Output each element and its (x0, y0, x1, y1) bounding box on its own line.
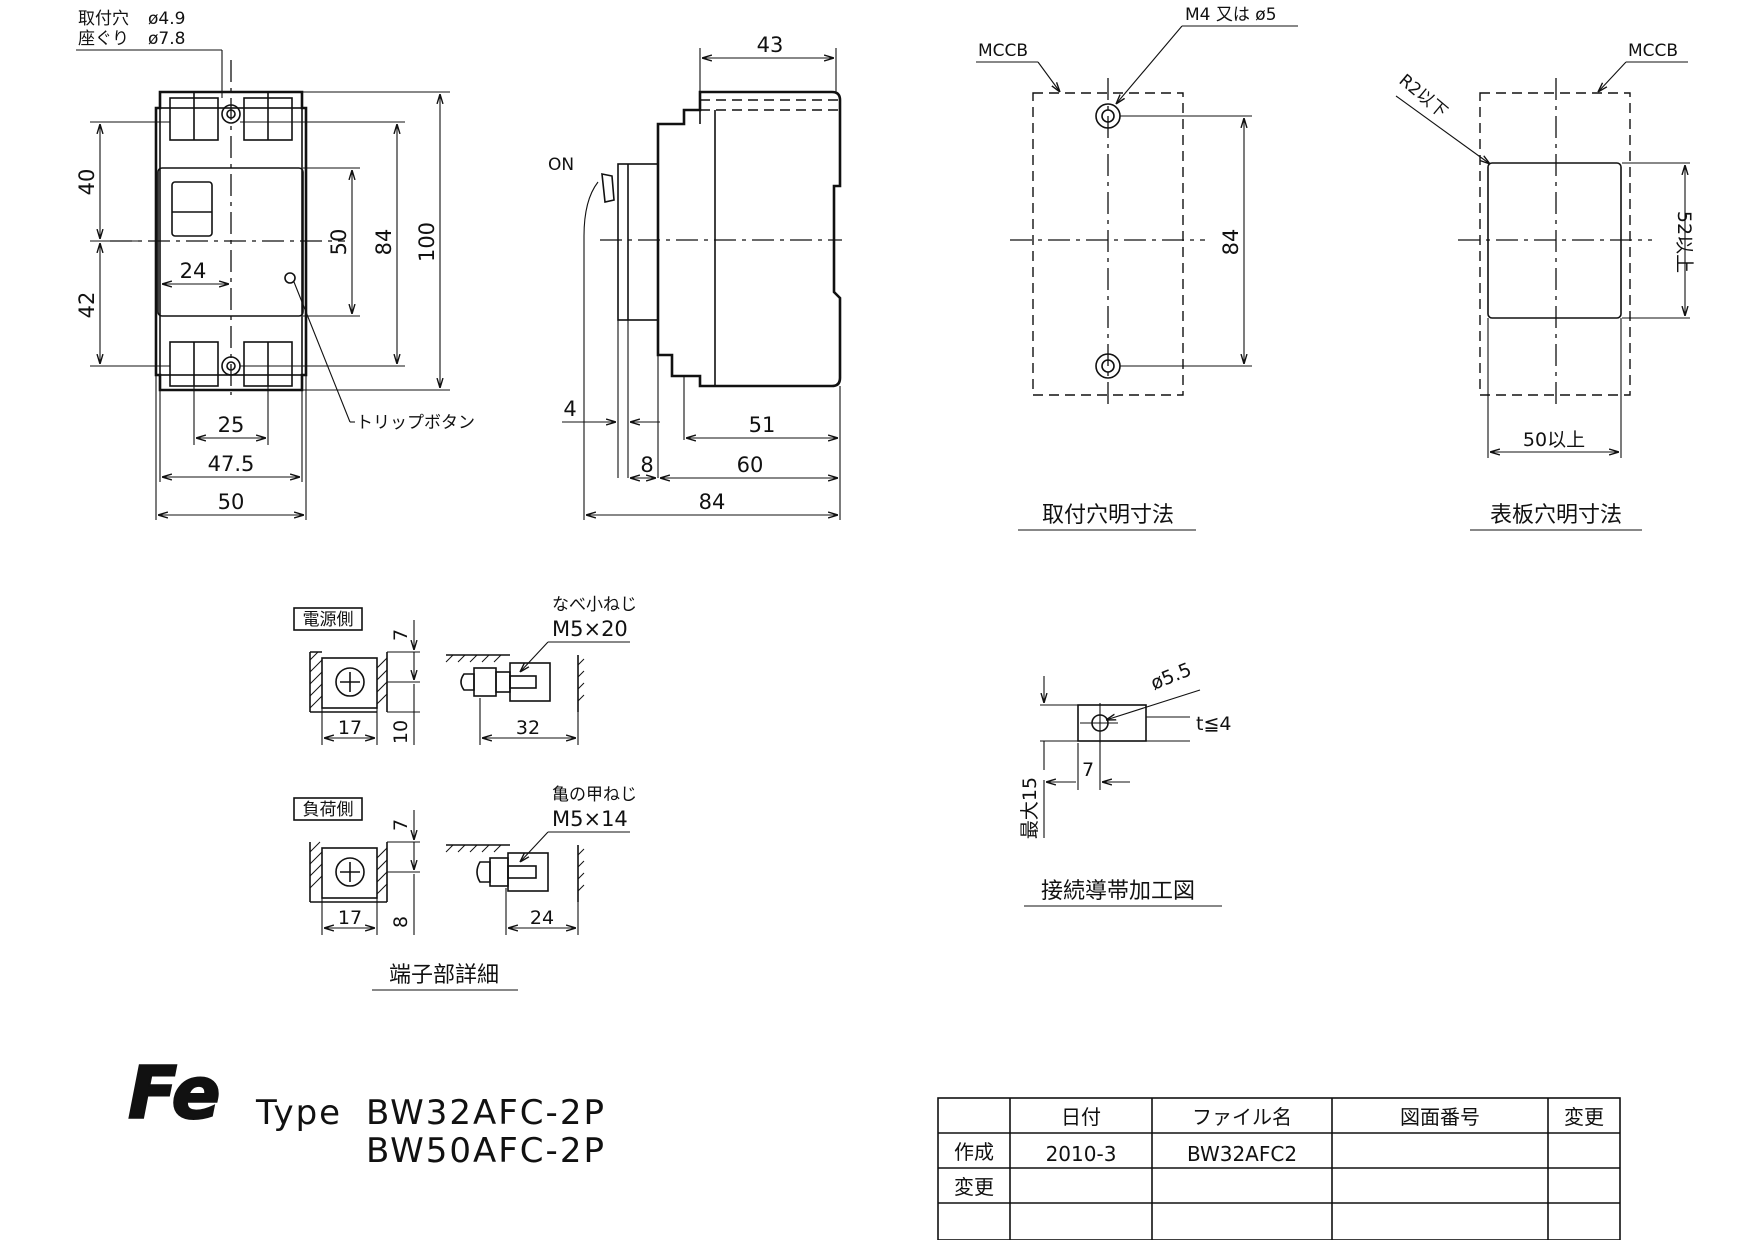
mount-hole-note: 取付穴 ø4.9 座ぐり ø7.8 (76, 9, 223, 98)
trip-button (284, 272, 296, 284)
counterbore-diameter: ø7.8 (148, 29, 185, 49)
mccb-label-left: MCCB (978, 41, 1028, 61)
supply-terminal-box (321, 657, 378, 709)
load-screw-head (335, 857, 365, 887)
dim-lower-42: 42 (75, 292, 99, 319)
hole-label: 取付穴 (78, 9, 129, 29)
fe-logo: Fe (127, 1050, 221, 1136)
supply-side-label: 電源側 (303, 610, 354, 630)
supply-screw-body (473, 667, 497, 697)
dim-side-51: 51 (749, 413, 776, 437)
dim-width-24: 24 (180, 259, 207, 283)
row-changed-label: 変更 (954, 1175, 994, 1199)
supply-dim-10: 10 (390, 720, 412, 744)
busbar-outline (1077, 704, 1147, 742)
supply-dim-32: 32 (516, 717, 540, 739)
busbar-detail: ø5.5 t≦4 7 最大15 接続導帯加工図 (1019, 659, 1231, 907)
side-handle (601, 173, 615, 203)
hole-diameter: ø4.9 (148, 9, 185, 29)
supply-dim-17: 17 (338, 717, 362, 739)
dim-pitch-84: 84 (372, 229, 396, 256)
created-date: 2010-3 (1046, 1142, 1117, 1166)
cutout-height-label: 52以上 (1673, 211, 1695, 273)
file-name: BW32AFC2 (1187, 1142, 1297, 1166)
mounting-holes-view: MCCB M4 又は ø5 84 取付穴明寸法 (976, 5, 1298, 531)
panel-cutout-caption: 表板穴明寸法 (1490, 503, 1622, 528)
type-label: Type (255, 1093, 342, 1133)
mount-holes-caption: 取付穴明寸法 (1042, 503, 1174, 528)
handle (171, 181, 213, 237)
supply-screw-size: M5×20 (552, 617, 628, 641)
cutout-mccb-outline (1479, 92, 1631, 396)
model-bw32: BW32AFC-2P (366, 1093, 606, 1133)
load-screw-size: M5×14 (552, 807, 628, 831)
header-revision: 変更 (1564, 1105, 1604, 1129)
supply-dim-7: 7 (390, 629, 412, 641)
dim-side-8: 8 (640, 453, 653, 477)
dim-width-50: 50 (218, 490, 245, 514)
load-dim-8: 8 (390, 916, 412, 928)
svg-text:Fe: Fe (128, 1051, 220, 1135)
front-view: 40 42 50 84 100 24 25 47.5 50 トリップボタン (75, 60, 475, 520)
busbar-offset: 7 (1082, 759, 1094, 781)
busbar-max-width: 最大15 (1019, 777, 1041, 839)
supply-screw-head (335, 667, 365, 697)
load-screw-type: 亀の甲ねじ (552, 785, 637, 805)
load-dim-24: 24 (530, 907, 554, 929)
counterbore-label: 座ぐり (78, 29, 129, 49)
side-body (656, 90, 842, 388)
busbar-caption: 接続導帯加工図 (1041, 879, 1195, 904)
dim-upper-40: 40 (75, 169, 99, 196)
dim-depth-84: 84 (699, 490, 726, 514)
dim-pitch-25: 25 (218, 413, 245, 437)
terminal-detail: 電源側 17 7 10 なべ小ねじ M5×20 (293, 595, 637, 991)
trip-button-label: トリップボタン (356, 413, 475, 433)
screw-size-label: M4 又は ø5 (1185, 5, 1277, 25)
load-dim-7: 7 (390, 819, 412, 831)
dim-width-47-5: 47.5 (208, 452, 255, 476)
dim-side-60: 60 (737, 453, 764, 477)
busbar-thickness: t≦4 (1196, 713, 1231, 735)
load-dim-17: 17 (338, 907, 362, 929)
row-created-label: 作成 (954, 1140, 994, 1164)
terminal-detail-caption: 端子部詳細 (389, 963, 499, 988)
dim-top-43: 43 (757, 33, 784, 57)
dim-height-50: 50 (327, 229, 351, 256)
header-date: 日付 (1061, 1105, 1101, 1129)
load-screw-body (489, 857, 509, 887)
dim-total-100: 100 (415, 222, 439, 262)
on-label: ON (548, 155, 574, 175)
panel-cutout-view: MCCB R2以下 52以上 50以上 表板穴明寸法 (1395, 41, 1695, 531)
title-block: 日付 ファイル名 図面番号 変更 作成 2010-3 BW32AFC2 変更 (937, 1097, 1621, 1240)
mccb-label-right: MCCB (1628, 41, 1678, 61)
side-cover (617, 163, 659, 321)
load-side-label: 負荷側 (303, 800, 354, 820)
dim-side-4: 4 (563, 397, 576, 421)
radius-label: R2以下 (1395, 71, 1451, 123)
load-terminal-box (321, 847, 378, 899)
cutout-width-label: 50以上 (1523, 429, 1585, 451)
header-drawing-number: 図面番号 (1400, 1105, 1480, 1129)
busbar-hole-dia: ø5.5 (1148, 659, 1195, 695)
model-bw50: BW50AFC-2P (366, 1131, 606, 1171)
header-filename: ファイル名 (1192, 1105, 1292, 1129)
side-view: ON 43 4 51 8 60 (548, 33, 842, 520)
supply-screw-type: なべ小ねじ (552, 595, 637, 615)
mount-pitch-84: 84 (1219, 229, 1243, 256)
brand-block: Fe Type BW32AFC-2P BW50AFC-2P (127, 1050, 606, 1171)
mccb-outline (1032, 92, 1184, 396)
